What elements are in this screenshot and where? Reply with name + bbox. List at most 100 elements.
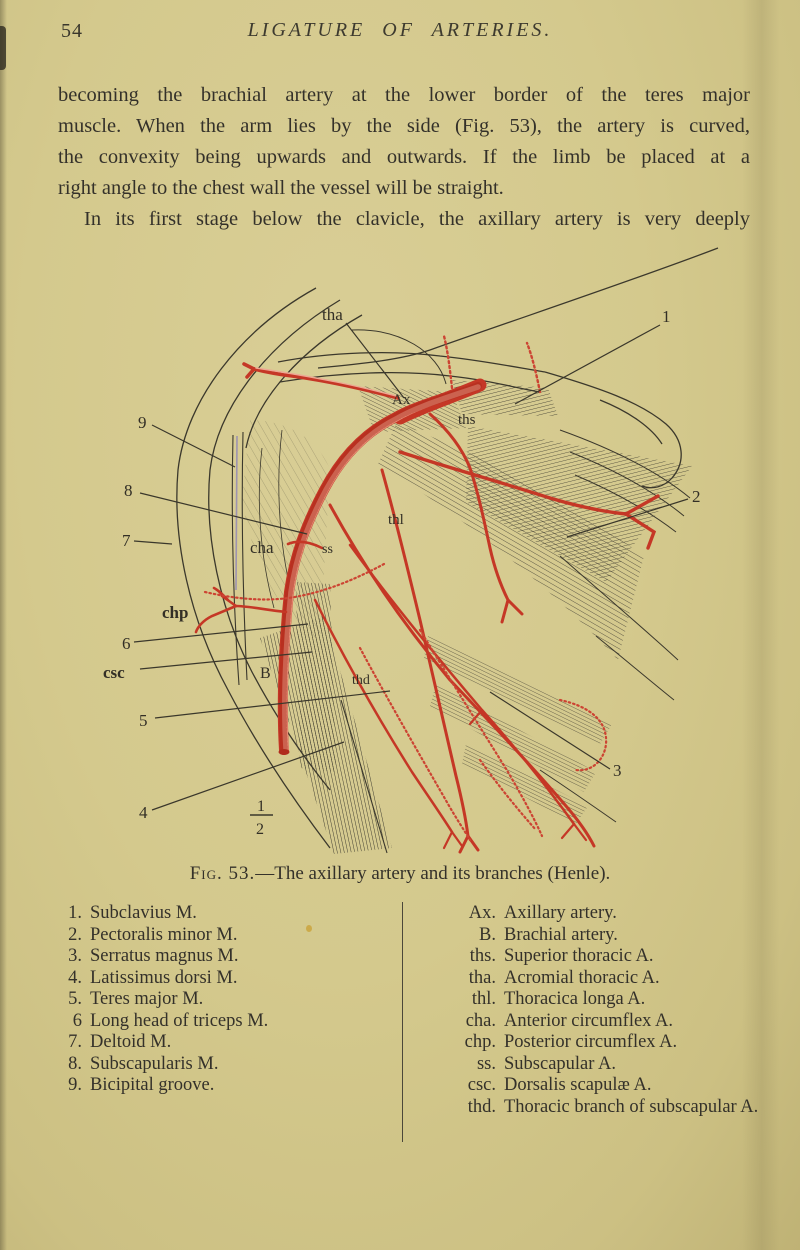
leader-1 xyxy=(514,324,661,405)
legend-key: chp. xyxy=(464,1032,496,1052)
trunk-highlight xyxy=(282,384,481,752)
humeral-head-curve xyxy=(351,329,447,385)
bicipital-groove-tint xyxy=(235,435,238,591)
legend-key: Ax. xyxy=(468,903,496,923)
body-line: muscle. When the arm lies by the side (F… xyxy=(58,115,750,137)
legend-text: Pectoralis minor M. xyxy=(90,924,238,945)
legend-key: 2. xyxy=(68,924,82,945)
legend-right-column: Ax.Axillary artery. B.Brachial artery. t… xyxy=(420,903,790,1118)
superior-thoracic-artery xyxy=(428,412,524,624)
legend-key: cha. xyxy=(465,1010,496,1031)
legend-text: Brachial artery. xyxy=(504,924,618,945)
legend-item: 7.Deltoid M. xyxy=(56,1032,396,1054)
legend-key: 8. xyxy=(68,1053,82,1074)
legend-item: ths. Superior thoracic A. xyxy=(420,946,790,968)
leader-lines xyxy=(133,322,689,816)
legend-text: Serratus magnus M. xyxy=(90,946,239,966)
legend-item: 2. Pectoralis minor M. xyxy=(56,925,396,947)
legend-text: Anterior circumflex A. xyxy=(504,1010,674,1031)
rib-fan-line xyxy=(574,474,677,533)
legend-column-divider xyxy=(402,902,403,1142)
legend-key: 5. xyxy=(68,989,82,1009)
leader-tha xyxy=(345,322,405,399)
legend-item: thd.Thoracic branch of subscapular A. xyxy=(420,1097,790,1119)
legend-text: Bicipital groove. xyxy=(90,1075,215,1095)
legend-text: Acromial thoracic A. xyxy=(504,967,660,988)
serratus-slip xyxy=(462,744,588,824)
dashed-clavicular-branches xyxy=(442,334,542,394)
label-thd: thd xyxy=(352,673,370,688)
label-2: 2 xyxy=(692,487,701,506)
leader-9 xyxy=(151,424,236,468)
legend-key: 6 xyxy=(72,1010,82,1031)
running-head: LIGATURE OF ARTERIES. xyxy=(247,19,553,41)
page-number: 54 xyxy=(61,20,83,42)
label-cha: cha xyxy=(250,538,274,557)
acromial-thoracic-highlight xyxy=(255,367,397,397)
figure-labels: tha 1 9 8 7 cha chp 6 csc B 5 4 2 3 Ax t… xyxy=(103,305,701,838)
body-line: becoming the brachial artery at the lowe… xyxy=(58,84,750,106)
legend-item: 4. Latissimus dorsi M. xyxy=(56,968,396,990)
legend-key: 4. xyxy=(68,967,82,988)
page-left-edge-shadow xyxy=(0,0,7,1250)
legend-key: ths. xyxy=(469,946,496,966)
legend-item: ss. Subscapular A. xyxy=(420,1054,790,1076)
scan-smudge xyxy=(0,26,6,70)
legend-item: 5. Teres major M. xyxy=(56,989,396,1011)
posterior-circumflex-artery xyxy=(194,586,288,634)
legend-text: Subclavius M. xyxy=(90,903,197,923)
leader-8 xyxy=(139,492,308,535)
rib-fan-line xyxy=(569,451,685,517)
legend-key: thd. xyxy=(467,1096,496,1117)
deltoid-interior-shading xyxy=(242,420,330,640)
label-Ax: Ax xyxy=(392,392,411,408)
label-csc: csc xyxy=(103,663,125,682)
leader-csc xyxy=(139,651,313,670)
deltoid-middle-arc xyxy=(208,299,341,791)
deltoid-outer-arc xyxy=(176,287,331,849)
legend-item: 1. Subclavius M. xyxy=(56,903,396,925)
legend-item: chp.Posterior circumflex A. xyxy=(420,1032,790,1054)
figure-caption: Fig. 53.—The axillary artery and its bra… xyxy=(0,863,800,885)
bicipital-groove-line xyxy=(231,434,240,686)
legend-item: 6 Long head of triceps M. xyxy=(56,1011,396,1033)
legend-text: Subscapular A. xyxy=(504,1053,617,1074)
legend-text: Teres major M. xyxy=(90,989,204,1009)
legend-key: 3. xyxy=(68,946,82,966)
label-4: 4 xyxy=(139,803,148,822)
acromial-thoracic-artery xyxy=(242,362,400,400)
trunk-ribbing xyxy=(278,382,482,754)
figure-53-illustration: tha 1 9 8 7 cha chp 6 csc B 5 4 2 3 Ax t… xyxy=(103,247,719,854)
label-B: B xyxy=(260,665,271,682)
legend-text: Subscapularis M. xyxy=(90,1053,219,1074)
leader-3 xyxy=(489,691,611,770)
legend-key: ss. xyxy=(476,1053,496,1074)
legend-item: Ax.Axillary artery. xyxy=(420,903,790,925)
body-line: In its first stage below the clavicle, t… xyxy=(84,208,750,230)
label-6: 6 xyxy=(122,634,131,653)
legend-text: Superior thoracic A. xyxy=(504,946,654,966)
label-9: 9 xyxy=(138,413,147,432)
muscle-hatching xyxy=(242,380,692,854)
leader-6 xyxy=(133,623,309,643)
legend-key: 1. xyxy=(68,903,82,923)
legend-left-column: 1. Subclavius M. 2. Pectoralis minor M. 3.… xyxy=(56,903,396,1097)
label-3: 3 xyxy=(613,761,622,780)
chest-line xyxy=(559,555,679,661)
rib-fan-line xyxy=(559,429,691,499)
acromion-outline xyxy=(544,371,682,489)
legend-item: B.Brachial artery. xyxy=(420,925,790,947)
label-7: 7 xyxy=(122,531,131,550)
legend-text: Thoracica longa A. xyxy=(504,989,646,1009)
legend-item: 3. Serratus magnus M. xyxy=(56,946,396,968)
bicipital-groove-line xyxy=(241,431,248,681)
label-chp: chp xyxy=(162,603,188,622)
arteries xyxy=(194,334,660,854)
leader-2 xyxy=(566,498,689,538)
label-ths: ths xyxy=(458,412,476,428)
legend-text: Latissimus dorsi M. xyxy=(90,967,238,988)
chest-line xyxy=(539,769,617,823)
legend-text: Long head of triceps M. xyxy=(90,1010,269,1031)
figure-caption-text: —The axillary artery and its branches (H… xyxy=(255,863,611,884)
